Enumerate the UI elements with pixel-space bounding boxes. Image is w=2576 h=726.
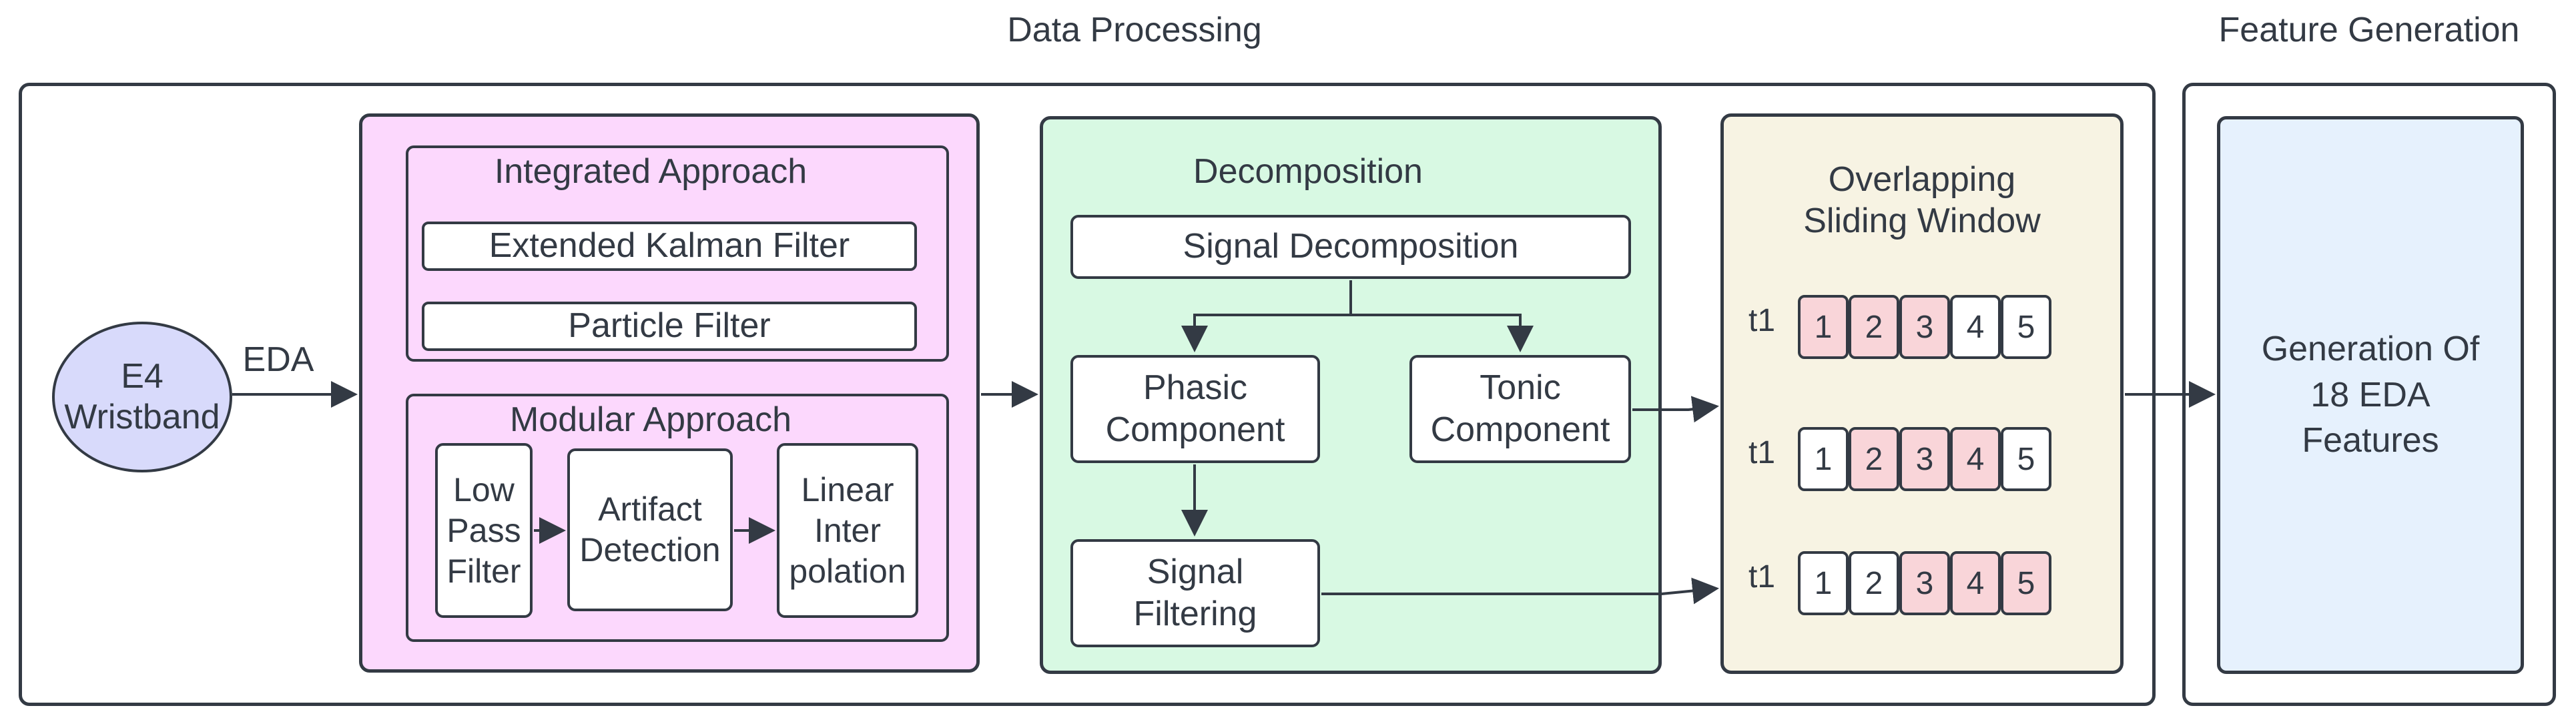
low-pass-filter-box: Low Pass Filter bbox=[435, 443, 533, 618]
window-cell: 5 bbox=[2001, 295, 2051, 359]
window-cell: 5 bbox=[2001, 551, 2051, 615]
extended-kalman-filter-box: Extended Kalman Filter bbox=[422, 222, 917, 271]
artifact-detection-box: Artifact Detection bbox=[567, 448, 733, 611]
window-cell: 1 bbox=[1798, 551, 1849, 615]
window-cell: 1 bbox=[1798, 427, 1849, 491]
window-cell: 3 bbox=[1899, 295, 1950, 359]
phasic-component-box: Phasic Component bbox=[1070, 355, 1320, 463]
window-cell: 5 bbox=[2001, 427, 2051, 491]
arrow-filtering-to-window bbox=[1321, 577, 1719, 605]
arrow-decomposition-branch-tonic bbox=[1351, 314, 1534, 352]
window-cell: 2 bbox=[1849, 551, 1899, 615]
tonic-component-box: Tonic Component bbox=[1409, 355, 1631, 463]
feature-generation-header: Feature Generation bbox=[2218, 11, 2520, 49]
window-cell: 4 bbox=[1950, 551, 2001, 615]
window-cell: 3 bbox=[1899, 427, 1950, 491]
window-cell: 3 bbox=[1899, 551, 1950, 615]
e4-wristband-node: E4 Wristband bbox=[52, 322, 232, 472]
feature-generation-box: Generation Of 18 EDA Features bbox=[2217, 116, 2524, 674]
window-cell: 4 bbox=[1950, 427, 2001, 491]
modular-approach-title: Modular Approach bbox=[509, 400, 792, 439]
data-processing-header: Data Processing bbox=[1007, 11, 1262, 49]
arrow-decomposition-branch bbox=[1181, 280, 1352, 352]
decomposition-title: Decomposition bbox=[1193, 152, 1423, 191]
integrated-approach-group bbox=[406, 145, 949, 362]
eda-signal-label: EDA bbox=[242, 340, 314, 379]
e4-wristband-label: E4 Wristband bbox=[64, 356, 220, 436]
window-row-label: t1 bbox=[1748, 435, 1776, 470]
linear-interpolation-box: Linear Inter polation bbox=[777, 443, 918, 618]
window-cell: 1 bbox=[1798, 295, 1849, 359]
window-row-label: t1 bbox=[1748, 303, 1776, 338]
window-cell: 2 bbox=[1849, 427, 1899, 491]
signal-filtering-box: Signal Filtering bbox=[1070, 539, 1320, 647]
window-row-label: t1 bbox=[1748, 559, 1776, 595]
particle-filter-box: Particle Filter bbox=[422, 302, 917, 351]
signal-decomposition-box: Signal Decomposition bbox=[1070, 215, 1631, 279]
sliding-window-title: Overlapping Sliding Window bbox=[1803, 160, 2041, 241]
window-cell: 2 bbox=[1849, 295, 1899, 359]
window-cell: 4 bbox=[1950, 295, 2001, 359]
arrow-tonic-to-window bbox=[1632, 396, 1719, 423]
integrated-approach-title: Integrated Approach bbox=[494, 152, 808, 191]
modular-approach-group bbox=[406, 394, 949, 642]
